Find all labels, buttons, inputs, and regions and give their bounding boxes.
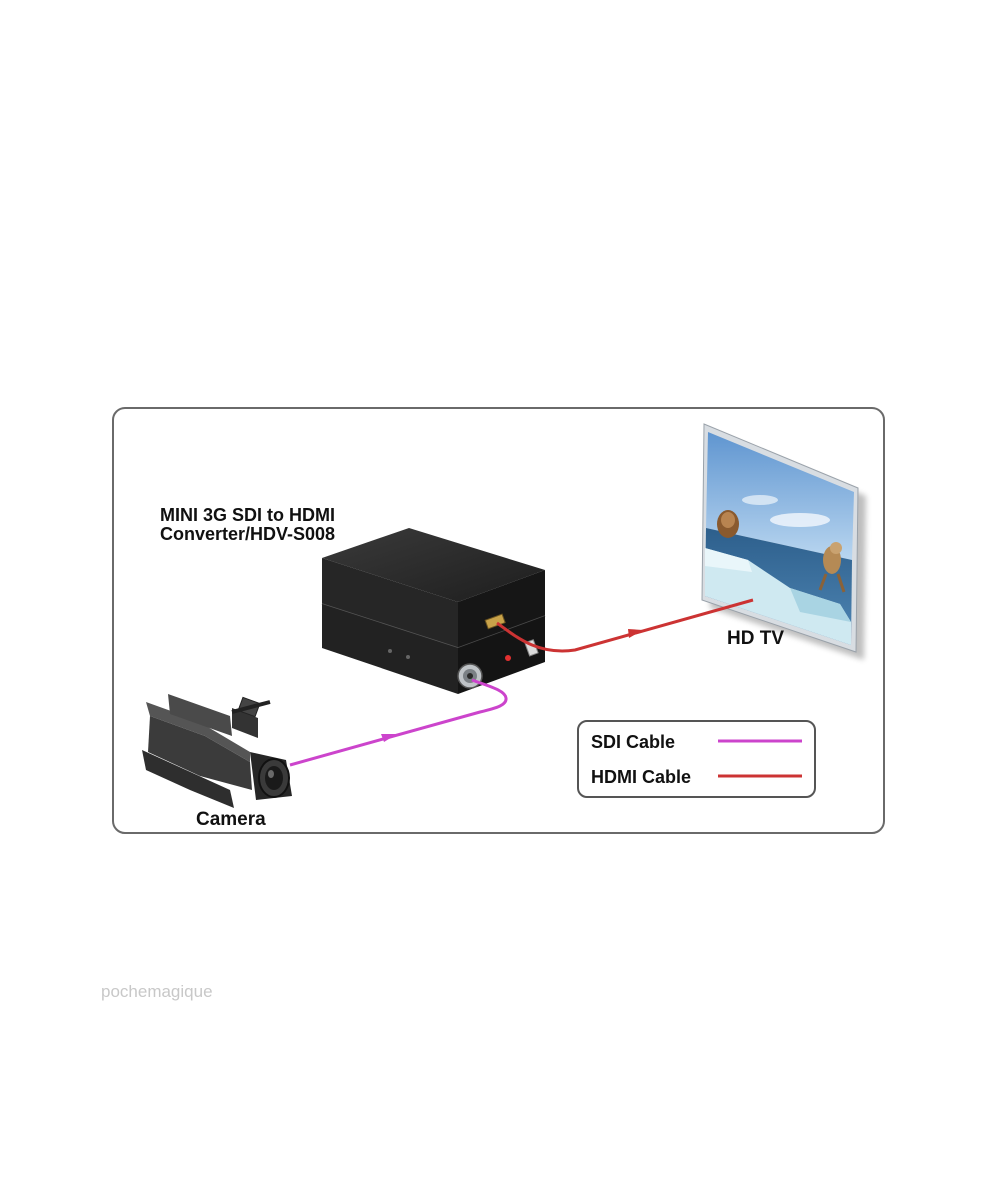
converter-title-line1: MINI 3G SDI to HDMI: [160, 505, 335, 525]
hd-tv: [701, 423, 866, 660]
legend-label-sdi: SDI Cable: [591, 732, 675, 752]
legend-label-hdmi: HDMI Cable: [591, 767, 691, 787]
hdmi-arrow: [628, 629, 643, 638]
hdmi-cable: [496, 598, 754, 653]
converter-title-line2: Converter/HDV-S008: [160, 524, 335, 544]
watermark-text: pochemagique: [101, 982, 213, 1001]
tv-screen-image: [705, 432, 854, 645]
tv-label: HD TV: [727, 628, 784, 649]
legend: SDI Cable HDMI Cable: [577, 720, 816, 798]
bnc-connector: [457, 663, 483, 689]
camera-label: Camera: [196, 809, 266, 830]
camera: [142, 694, 292, 808]
power-led: [505, 655, 511, 661]
sdi-cable: [289, 678, 508, 767]
converter-box: [321, 528, 546, 694]
hdmi-port: [484, 613, 506, 630]
sdi-arrow: [381, 734, 397, 742]
